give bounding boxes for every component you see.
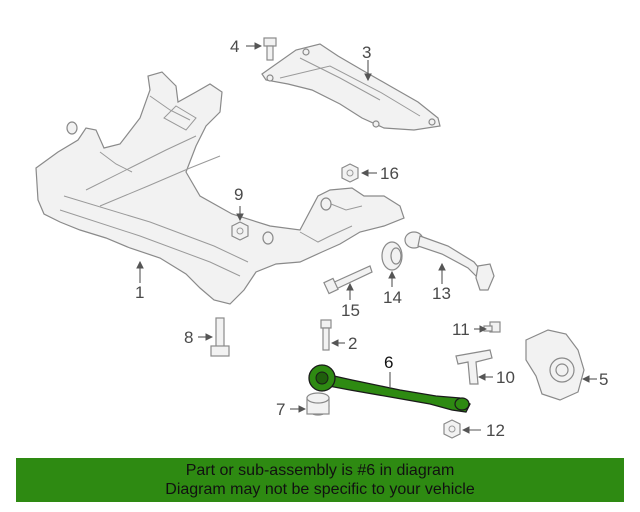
banner-line-2: Diagram may not be specific to your vehi… (165, 481, 475, 498)
parts-diagram: 4 3 16 9 1 14 15 13 8 2 11 10 5 6 7 12 (35, 37, 608, 440)
control-arm-part-13 (404, 231, 495, 291)
ball-joint-part-10 (455, 349, 493, 385)
callout-9: 9 (234, 185, 243, 204)
callout-12: 12 (486, 421, 505, 440)
callout-14: 14 (383, 288, 402, 307)
callout-8: 8 (184, 328, 193, 347)
callout-3: 3 (362, 43, 371, 62)
callout-13: 13 (432, 284, 451, 303)
crossmember-part (261, 43, 441, 131)
callout-6[interactable]: 6 (384, 353, 393, 372)
callout-4: 4 (230, 37, 239, 56)
nut-part-16 (341, 163, 359, 183)
callout-labels: 4 3 16 9 1 14 15 13 8 2 11 10 5 6 7 12 (135, 37, 608, 440)
banner-line-1: Part or sub-assembly is #6 in diagram (185, 462, 455, 479)
bolt-part-11 (483, 321, 501, 333)
callout-16: 16 (380, 164, 399, 183)
knuckle-part-5 (525, 329, 585, 401)
subframe-part (35, 71, 405, 305)
nut-part-9 (231, 221, 249, 241)
info-banner: Part or sub-assembly is #6 in diagram Di… (16, 458, 624, 502)
bolt-part-4 (263, 37, 277, 61)
control-arm-part-6-highlighted[interactable] (308, 364, 471, 413)
nut-part-12 (443, 419, 461, 439)
callout-11: 11 (452, 320, 470, 339)
bushing-part-14 (381, 241, 403, 271)
callout-2: 2 (348, 334, 357, 353)
bolt-part-2 (320, 319, 332, 351)
bushing-part-7 (306, 392, 330, 416)
callout-10: 10 (496, 368, 515, 387)
callout-7: 7 (276, 400, 285, 419)
bolt-part-15 (323, 265, 373, 295)
leader-lines (136, 42, 597, 434)
bolt-part-8 (210, 317, 230, 357)
callout-15: 15 (341, 301, 360, 320)
callout-1: 1 (135, 283, 144, 302)
callout-5: 5 (599, 370, 608, 389)
